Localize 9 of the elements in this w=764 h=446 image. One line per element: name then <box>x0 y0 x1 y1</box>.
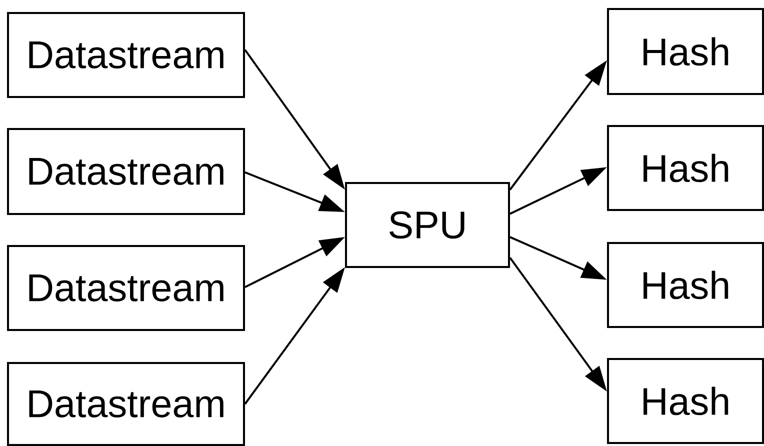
process-box: Datastream <box>7 362 245 446</box>
process-box: Hash <box>607 242 764 328</box>
process-box: Datastream <box>7 245 245 331</box>
process-box: SPU <box>345 182 510 268</box>
process-box: Hash <box>607 8 764 95</box>
process-box: Datastream <box>7 128 245 215</box>
process-box: Datastream <box>7 12 245 98</box>
process-box: Hash <box>607 125 764 211</box>
process-box: Hash <box>607 358 764 444</box>
